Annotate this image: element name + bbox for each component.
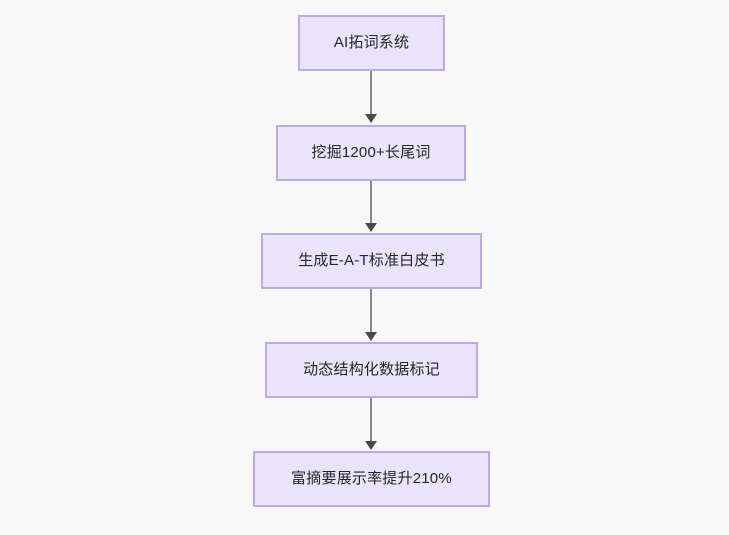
flowchart-edge-4-arrowhead-icon [365,441,377,450]
flowchart-node-1-label: AI拓词系统 [333,34,410,51]
flowchart-node-2-label: 挖掘1200+长尾词 [311,144,431,161]
flowchart-edge-3-line [370,289,372,334]
flowchart-edge-1-arrowhead-icon [365,114,377,123]
flowchart-edge-1-line [370,71,372,117]
flowchart-node-1[interactable]: AI拓词系统 [298,15,445,71]
flowchart-node-5-label: 富摘要展示率提升210% [291,470,452,487]
flowchart-node-3-label: 生成E-A-T标准白皮书 [298,252,445,269]
flowchart-edge-4-line [370,398,372,443]
flowchart-node-4-label: 动态结构化数据标记 [303,361,440,378]
flowchart-node-2[interactable]: 挖掘1200+长尾词 [276,125,466,181]
flowchart-edge-3-arrowhead-icon [365,332,377,341]
flowchart-edge-2-line [370,181,372,225]
flowchart-node-5[interactable]: 富摘要展示率提升210% [253,451,490,507]
flowchart-node-3[interactable]: 生成E-A-T标准白皮书 [261,233,482,289]
flowchart-node-4[interactable]: 动态结构化数据标记 [265,342,478,398]
flowchart-edge-2-arrowhead-icon [365,223,377,232]
